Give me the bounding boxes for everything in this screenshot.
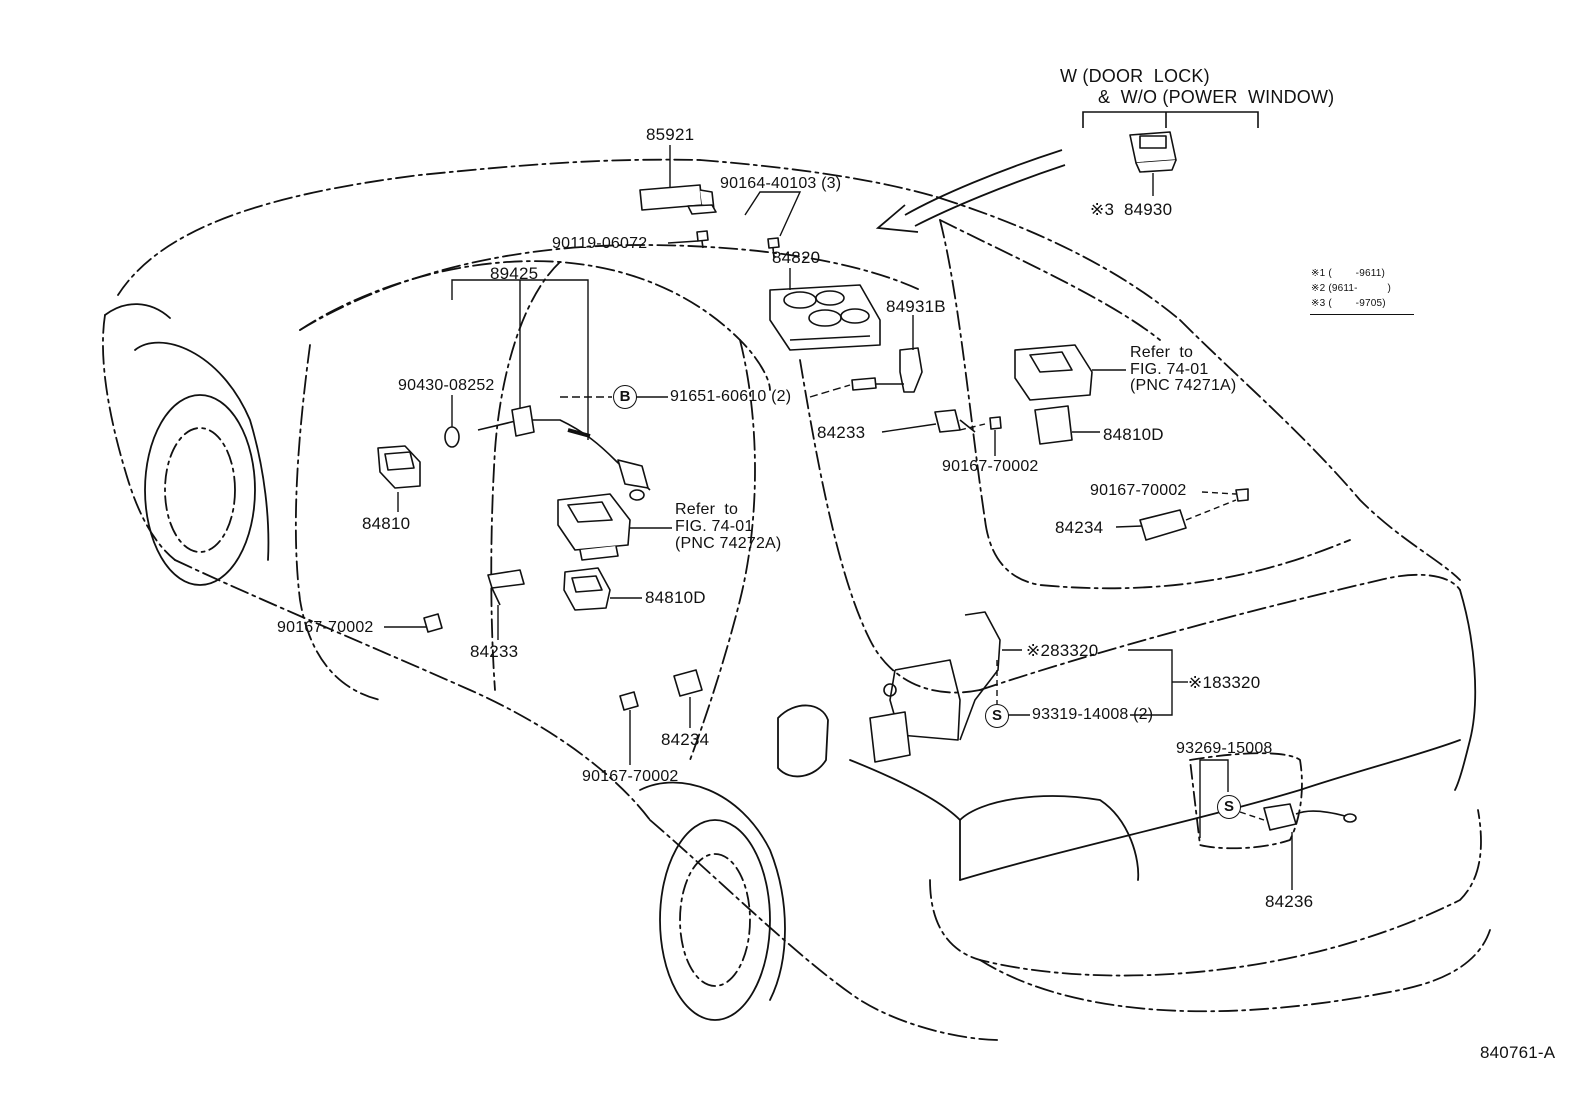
switch-84930-shape (1129, 131, 1177, 173)
screw-90167-left-shape (423, 613, 443, 633)
part-label-90430: 90430-08252 (398, 377, 495, 394)
part-label-183320: ※183320 (1188, 673, 1261, 692)
ref-right-line-1: Refer to (1130, 344, 1194, 361)
part-label-84810d-right: 84810D (1103, 425, 1164, 444)
component-shapes (377, 131, 1357, 831)
marker-s-upper: S (985, 704, 1009, 728)
part-label-89425: 89425 (490, 264, 539, 283)
part-label-90167-left: 90167-70002 (277, 619, 374, 636)
part-label-93319: 93319-14008 (2) (1032, 706, 1154, 723)
ref-left-line-3: (PNC 74272A) (675, 535, 782, 552)
assembly-83320-shape (869, 611, 1001, 763)
relay-85921-shape (639, 184, 717, 215)
ref-right-line-3: (PNC 74271A) (1130, 377, 1237, 394)
part-label-84234-left: 84234 (661, 730, 710, 749)
marker-b: B (613, 385, 637, 409)
part-label-84820: 84820 (772, 248, 821, 267)
ref-left-line-1: Refer to (675, 501, 739, 518)
legend-row-1: ※1 ( -9611) (1311, 268, 1386, 279)
part-label-84930: ※3 84930 (1090, 200, 1173, 219)
switch-84810-left-shape (377, 445, 421, 489)
ref-left-line-2: FIG. 74-01 (675, 518, 754, 535)
car-body-outline (102, 158, 1491, 1041)
ref-right-line-2: FIG. 74-01 (1130, 361, 1209, 378)
header-bracket (1082, 111, 1259, 128)
legend-row-2: ※2 (9611- ) (1311, 283, 1391, 294)
screw-90164-shape (767, 237, 780, 259)
switch-84810d-left-shape (563, 567, 611, 611)
connector-84931b-shape (851, 347, 923, 393)
switch-84236-shape (1263, 803, 1357, 831)
part-label-84236: 84236 (1265, 892, 1314, 911)
sensor-84234-left-shape (673, 669, 703, 697)
sensor-84234-right-shape (1139, 488, 1249, 541)
washer-90430-shape (444, 426, 460, 448)
large-direction-arrow (875, 149, 1066, 233)
master-switch-84820-shape (769, 284, 881, 351)
part-label-85921: 85921 (646, 125, 695, 144)
legend-underline (1310, 314, 1414, 315)
leader-lines (384, 145, 1293, 890)
part-label-90167-bottom: 90167-70002 (582, 768, 679, 785)
screw-90119-shape (696, 230, 709, 249)
header-line-1: W (DOOR LOCK) (1060, 66, 1210, 86)
switch-84810d-right-shape (1014, 344, 1093, 445)
part-label-84233-left: 84233 (470, 642, 519, 661)
part-label-84931b: 84931B (886, 297, 946, 316)
screw-90167-mid-shape (989, 416, 1002, 430)
part-label-91651: 91651-60610 (2) (670, 388, 792, 405)
part-label-90167-right: 90167-70002 (1090, 482, 1187, 499)
legend-row-3: ※3 ( -9705) (1311, 298, 1386, 309)
figure-id: 840761-A (1480, 1043, 1556, 1062)
part-label-84810: 84810 (362, 514, 411, 533)
screw-90167-bottom-shape (619, 691, 639, 711)
window-switch-left-shape (557, 493, 631, 561)
sensor-84233-right-shape (934, 409, 976, 433)
part-label-90164: 90164-40103 (3) (720, 175, 842, 192)
part-label-90167-mid: 90167-70002 (942, 458, 1039, 475)
header-line-2: & W/O (POWER WINDOW) (1098, 87, 1335, 107)
part-label-90119: 90119-06072 (552, 235, 648, 252)
part-label-84234-right: 84234 (1055, 518, 1104, 537)
cable-89425-shape (477, 405, 651, 501)
part-label-84233-right: 84233 (817, 423, 866, 442)
marker-s-lower: S (1217, 795, 1241, 819)
part-label-283320: ※283320 (1026, 641, 1099, 660)
part-label-84810d-left: 84810D (645, 588, 706, 607)
part-label-93269: 93269-15008 (1176, 740, 1273, 757)
sensor-84233-left-shape (487, 569, 525, 606)
